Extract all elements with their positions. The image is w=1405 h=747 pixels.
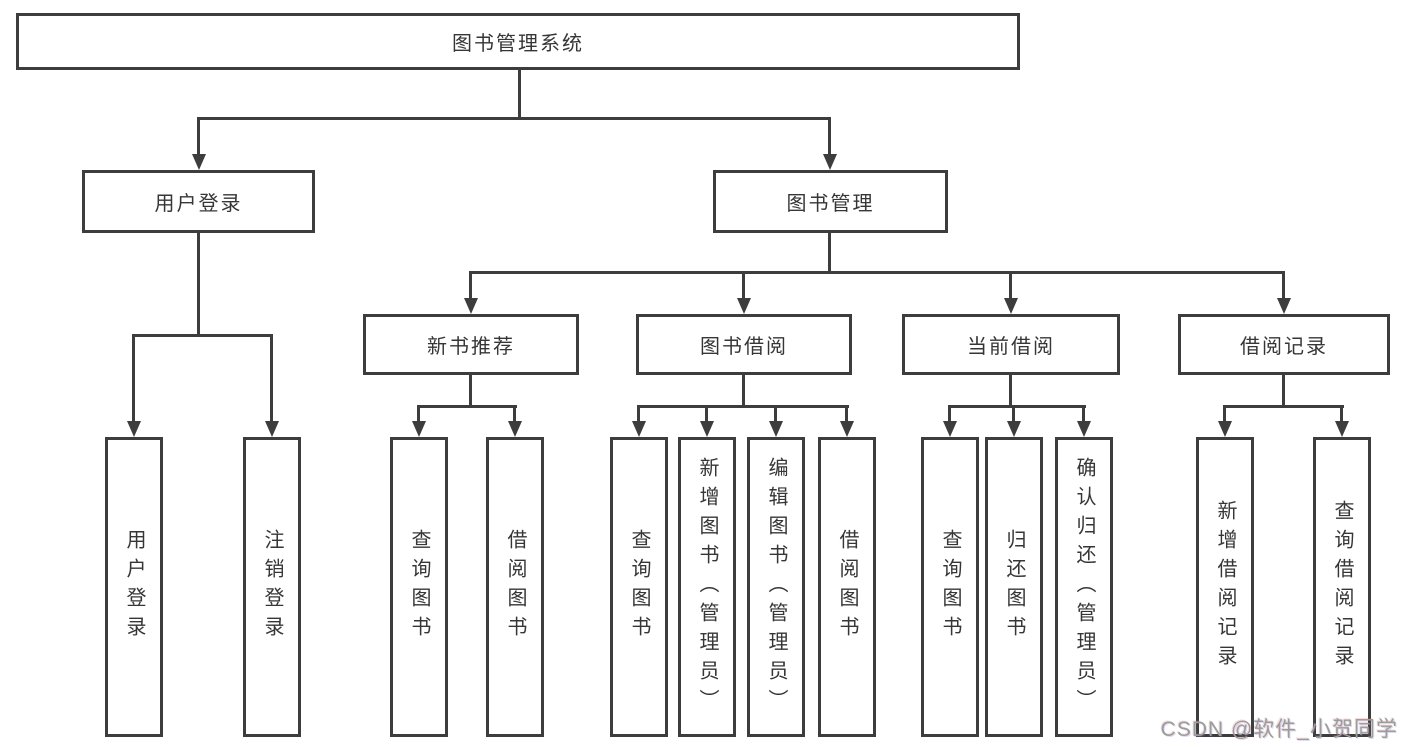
arrow-down-icon bbox=[1077, 421, 1091, 437]
leaf-logout-label: 注销登录 bbox=[261, 529, 283, 645]
leaf-return-books-label: 归还图书 bbox=[1003, 529, 1025, 645]
arrow-down-icon bbox=[412, 421, 426, 437]
leaf-add-borrow-record: 新增借阅记录 bbox=[1196, 437, 1254, 737]
node-current-borrowing-label: 当前借阅 bbox=[967, 336, 1055, 358]
leaf-user-login: 用户登录 bbox=[105, 437, 163, 737]
leaf-user-login-label: 用户登录 bbox=[123, 529, 145, 645]
arrow-down-icon bbox=[265, 421, 279, 437]
node-book-borrowing-label: 图书借阅 bbox=[700, 336, 788, 358]
leaf-borrow-books-label: 借阅图书 bbox=[836, 529, 858, 645]
connector-line bbox=[197, 233, 200, 336]
connector-line bbox=[1282, 374, 1285, 407]
node-borrowing-records: 借阅记录 bbox=[1178, 314, 1390, 375]
leaf-recommend-query-books-label: 查询图书 bbox=[408, 529, 430, 645]
connector-line bbox=[417, 405, 420, 423]
node-book-management-label: 图书管理 bbox=[786, 193, 875, 215]
leaf-query-borrow-record: 查询借阅记录 bbox=[1313, 437, 1371, 737]
leaf-confirm-return-admin-label: 确认归还（管理员） bbox=[1073, 456, 1095, 718]
connector-line bbox=[469, 271, 1285, 274]
connector-line bbox=[270, 334, 273, 423]
leaf-query-borrow-record-label: 查询借阅记录 bbox=[1331, 500, 1353, 674]
connector-line bbox=[1009, 374, 1012, 407]
connector-line bbox=[637, 405, 640, 423]
leaf-edit-books-admin-label: 编辑图书（管理员） bbox=[765, 456, 787, 718]
connector-line bbox=[132, 334, 135, 423]
connector-line bbox=[1012, 405, 1015, 423]
arrow-down-icon bbox=[1007, 421, 1021, 437]
arrow-down-icon bbox=[737, 298, 751, 314]
arrow-down-icon bbox=[700, 421, 714, 437]
leaf-add-books-admin-label: 新增图书（管理员） bbox=[696, 456, 718, 718]
leaf-return-books: 归还图书 bbox=[985, 437, 1043, 737]
connector-line bbox=[197, 117, 831, 120]
leaf-borrow-query-books-label: 查询图书 bbox=[628, 529, 650, 645]
arrow-down-icon bbox=[464, 298, 478, 314]
connector-line bbox=[637, 405, 849, 408]
connector-line bbox=[1282, 271, 1285, 300]
connector-line bbox=[845, 405, 848, 423]
node-current-borrowing: 当前借阅 bbox=[902, 314, 1120, 375]
connector-line bbox=[828, 117, 831, 156]
arrow-down-icon bbox=[127, 421, 141, 437]
connector-line bbox=[132, 334, 273, 337]
connector-line bbox=[469, 374, 472, 407]
connector-line bbox=[742, 271, 745, 300]
arrow-down-icon bbox=[823, 154, 837, 170]
arrow-down-icon bbox=[943, 421, 957, 437]
leaf-current-query-books: 查询图书 bbox=[921, 437, 979, 737]
leaf-current-query-books-label: 查询图书 bbox=[939, 529, 961, 645]
leaf-borrow-books: 借阅图书 bbox=[818, 437, 876, 737]
arrow-down-icon bbox=[508, 421, 522, 437]
connector-line bbox=[1223, 405, 1226, 423]
connector-line bbox=[1223, 405, 1344, 408]
node-library-management-system: 图书管理系统 bbox=[16, 13, 1020, 70]
connector-line bbox=[513, 405, 516, 423]
leaf-logout: 注销登录 bbox=[243, 437, 301, 737]
leaf-recommend-borrow-books-label: 借阅图书 bbox=[504, 529, 526, 645]
leaf-confirm-return-admin: 确认归还（管理员） bbox=[1055, 437, 1113, 737]
connector-line bbox=[948, 405, 951, 423]
connector-line bbox=[469, 271, 472, 300]
connector-line bbox=[1340, 405, 1343, 423]
arrow-down-icon bbox=[1277, 298, 1291, 314]
connector-line bbox=[828, 233, 831, 273]
connector-line bbox=[1082, 405, 1085, 423]
node-user-login: 用户登录 bbox=[82, 170, 315, 233]
node-library-management-system-label: 图书管理系统 bbox=[452, 33, 584, 55]
arrow-down-icon bbox=[840, 421, 854, 437]
csdn-watermark: CSDN @软件_小贺同学 bbox=[1160, 718, 1398, 741]
node-book-management: 图书管理 bbox=[713, 170, 948, 233]
leaf-recommend-query-books: 查询图书 bbox=[390, 437, 448, 737]
connector-line bbox=[948, 405, 1086, 408]
node-new-book-recommend: 新书推荐 bbox=[363, 314, 579, 375]
connector-line bbox=[197, 117, 200, 156]
arrow-down-icon bbox=[632, 421, 646, 437]
arrow-down-icon bbox=[192, 154, 206, 170]
leaf-edit-books-admin: 编辑图书（管理员） bbox=[747, 437, 805, 737]
connector-line bbox=[1009, 271, 1012, 300]
arrow-down-icon bbox=[1218, 421, 1232, 437]
connector-line bbox=[705, 405, 708, 423]
leaf-add-books-admin: 新增图书（管理员） bbox=[678, 437, 736, 737]
node-new-book-recommend-label: 新书推荐 bbox=[427, 336, 515, 358]
connector-line bbox=[742, 374, 745, 407]
arrow-down-icon bbox=[769, 421, 783, 437]
connector-line bbox=[417, 405, 517, 408]
leaf-add-borrow-record-label: 新增借阅记录 bbox=[1214, 500, 1236, 674]
connector-line bbox=[518, 70, 521, 118]
connector-line bbox=[774, 405, 777, 423]
leaf-recommend-borrow-books: 借阅图书 bbox=[486, 437, 544, 737]
arrow-down-icon bbox=[1335, 421, 1349, 437]
node-book-borrowing: 图书借阅 bbox=[636, 314, 852, 375]
arrow-down-icon bbox=[1004, 298, 1018, 314]
leaf-borrow-query-books: 查询图书 bbox=[610, 437, 668, 737]
node-user-login-label: 用户登录 bbox=[154, 193, 243, 215]
node-borrowing-records-label: 借阅记录 bbox=[1240, 336, 1328, 358]
